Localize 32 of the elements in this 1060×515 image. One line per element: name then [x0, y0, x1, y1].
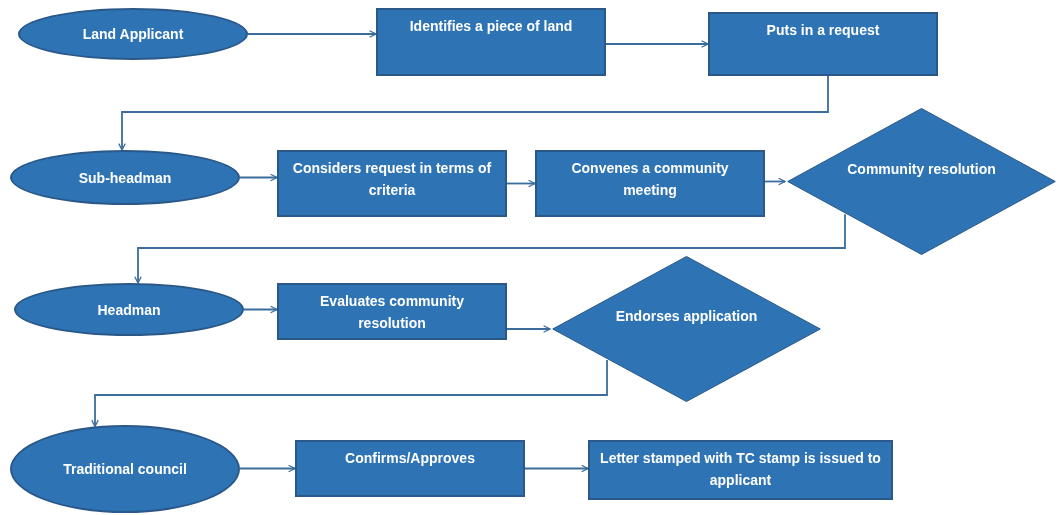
- connector-arrow: [506, 325, 551, 333]
- process-box: [376, 8, 606, 76]
- node-label: Convenes a community meeting: [570, 159, 730, 200]
- connector-arrow: [243, 305, 278, 314]
- connector-arrow: [91, 359, 608, 428]
- node-label: Identifies a piece of land: [409, 17, 573, 36]
- node-label: Letter stamped with TC stamp is issued to applicant: [600, 449, 881, 490]
- process-box: [277, 150, 507, 217]
- process-box: [535, 150, 765, 217]
- node-label: Land Applicant: [82, 25, 184, 44]
- connector-arrow: [524, 464, 589, 473]
- node-label: Endorses application: [615, 307, 758, 326]
- connector-arrow: [764, 177, 786, 186]
- process-box: [277, 283, 507, 340]
- connector-arrow: [118, 75, 829, 151]
- node-label: Traditional council: [63, 460, 187, 479]
- process-box: [588, 440, 893, 500]
- connector-arrow: [506, 179, 536, 188]
- node-label: Community resolution: [847, 159, 996, 179]
- node-label: Headman: [97, 300, 161, 320]
- node-label: Sub-headman: [78, 168, 172, 188]
- node-label: Evaluates community resolution: [319, 292, 465, 333]
- node-label: Puts in a request: [766, 21, 880, 40]
- connector-arrow: [239, 464, 296, 473]
- node-label: Considers request in terms of criteria: [291, 159, 493, 200]
- process-box: [708, 12, 938, 76]
- connector-arrow: [605, 40, 709, 48]
- process-box: [295, 440, 525, 497]
- connector-arrow: [239, 173, 278, 182]
- connector-arrow: [134, 213, 846, 284]
- connector-arrow: [247, 30, 377, 38]
- node-label: Confirms/Approves: [345, 449, 475, 468]
